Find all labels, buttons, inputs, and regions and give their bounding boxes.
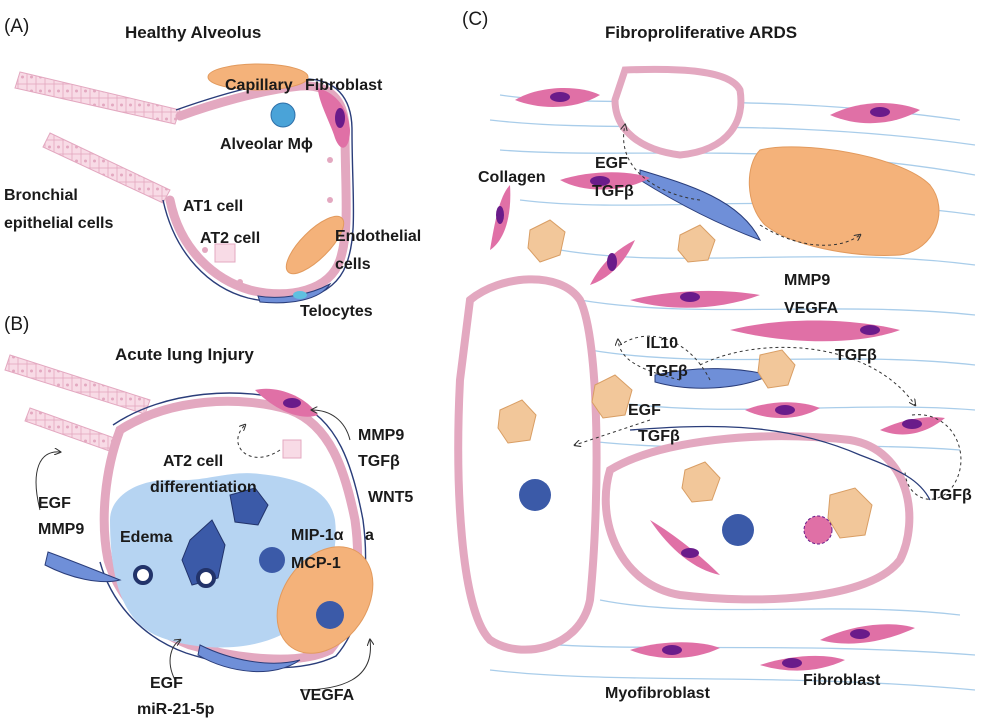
label-b-at2-diff-2: differentiation bbox=[150, 479, 257, 496]
arrow-at2-differentiation bbox=[237, 425, 281, 458]
label-b-mip-suffix: a bbox=[365, 527, 374, 544]
label-b-egf: EGF bbox=[38, 495, 71, 512]
alveolus-c-top bbox=[611, 65, 745, 159]
label-c-fibroblast: Fibroblast bbox=[803, 672, 881, 689]
label-b-mip: MIP-1α bbox=[291, 527, 344, 544]
macrophages-c bbox=[497, 219, 873, 539]
label-b-mmp9-left: MMP9 bbox=[38, 521, 84, 538]
panel-a: (A) Healthy Alveolus Capillary Fibroblas… bbox=[4, 16, 421, 320]
panel-c: (C) Fibroproliferative ARDS Collagen EGF… bbox=[454, 9, 976, 702]
arrow-mmp9-tgfb bbox=[312, 410, 351, 441]
telocyte-b bbox=[44, 551, 122, 583]
label-c-tgfb-il10: TGFβ bbox=[646, 363, 688, 380]
telocyte-nucleus bbox=[293, 291, 307, 299]
panel-b: (B) Acute lung Injury MMP9 TGFβ AT2 cell… bbox=[4, 314, 413, 718]
label-b-at2-diff-1: AT2 cell bbox=[163, 453, 223, 470]
telocyte bbox=[257, 282, 332, 304]
endothelial-cell bbox=[285, 215, 345, 275]
arrow-egf-mir bbox=[169, 640, 180, 681]
neutrophil-ring-1 bbox=[133, 565, 153, 585]
label-b-mir: miR-21-5p bbox=[137, 701, 215, 718]
panel-c-title: Fibroproliferative ARDS bbox=[605, 23, 797, 42]
panel-a-title: Healthy Alveolus bbox=[125, 23, 261, 42]
bronchial-epithelium-b-lower bbox=[24, 407, 121, 454]
arrow-vegfa bbox=[299, 640, 370, 691]
neutrophil-in-capillary bbox=[316, 601, 344, 629]
label-c-myofibroblast: Myofibroblast bbox=[605, 685, 711, 702]
neutrophil-ring-2 bbox=[196, 568, 216, 588]
label-alveolar-macrophage: Alveolar Mϕ bbox=[220, 136, 313, 153]
label-c-egf-top: EGF bbox=[595, 155, 628, 172]
label-bronchial-2: epithelial cells bbox=[4, 215, 113, 232]
label-at2-cell: AT2 cell bbox=[200, 230, 260, 247]
label-endothelial-2: cells bbox=[335, 256, 371, 273]
arrow-egf-mmp9 bbox=[35, 452, 60, 511]
neutrophil-c-2 bbox=[722, 514, 754, 546]
label-c-tgfb-right: TGFβ bbox=[930, 487, 972, 504]
label-b-tgfb: TGFβ bbox=[358, 453, 400, 470]
endothelial-cell-b bbox=[276, 546, 374, 654]
panel-c-letter: (C) bbox=[462, 9, 488, 30]
apoptotic-cell bbox=[803, 515, 833, 545]
label-c-vegfa: VEGFA bbox=[784, 300, 839, 317]
alveolus-c-left bbox=[454, 275, 601, 654]
label-capillary: Capillary bbox=[225, 77, 293, 94]
endothelial-cell-c bbox=[748, 146, 940, 256]
fibroblast-cell-a bbox=[318, 88, 350, 148]
label-bronchial-1: Bronchial bbox=[4, 187, 78, 204]
panel-a-letter: (A) bbox=[4, 16, 29, 37]
panel-b-title: Acute lung Injury bbox=[115, 345, 254, 364]
label-c-collagen: Collagen bbox=[478, 169, 546, 186]
label-b-edema: Edema bbox=[120, 529, 173, 546]
panel-b-letter: (B) bbox=[4, 314, 29, 335]
label-c-tgfb-top: TGFβ bbox=[592, 183, 634, 200]
label-telocytes: Telocytes bbox=[300, 303, 373, 320]
capillary bbox=[207, 63, 309, 91]
alveolus-wall bbox=[165, 81, 351, 299]
label-b-mmp9: MMP9 bbox=[358, 427, 404, 444]
label-c-mmp9: MMP9 bbox=[784, 272, 830, 289]
label-endothelial-1: Endothelial bbox=[335, 228, 421, 245]
bronchial-epithelium-upper bbox=[14, 71, 181, 125]
label-b-vegfa: VEGFA bbox=[300, 687, 355, 704]
telocyte-b-bottom bbox=[197, 644, 301, 673]
at2-cell-b bbox=[282, 439, 302, 459]
telocyte-c-1 bbox=[639, 169, 762, 241]
label-c-egf-mid: EGF bbox=[628, 402, 661, 419]
fibroblast-nucleus bbox=[335, 108, 345, 128]
label-fibroblast-a: Fibroblast bbox=[305, 77, 383, 94]
neutrophil-c-1 bbox=[519, 479, 551, 511]
membrane-line-c bbox=[629, 425, 931, 501]
label-b-wnt5: WNT5 bbox=[368, 489, 413, 506]
label-at1-cell: AT1 cell bbox=[183, 198, 243, 215]
activated-macrophage-2 bbox=[229, 487, 269, 526]
alveolus-c-bottom bbox=[601, 432, 914, 604]
activated-macrophage bbox=[181, 519, 226, 586]
monocyte bbox=[259, 547, 285, 573]
label-b-mcp: MCP-1 bbox=[291, 555, 341, 572]
label-c-tgfb-egf: TGFβ bbox=[638, 428, 680, 445]
alveolar-macrophage bbox=[270, 102, 296, 128]
at2-cell-a bbox=[214, 243, 236, 263]
label-c-tgfb-mid: TGFβ bbox=[835, 347, 877, 364]
label-b-egf-bottom: EGF bbox=[150, 675, 183, 692]
label-c-il10: IL10 bbox=[646, 335, 678, 352]
fibroblasts-c bbox=[490, 88, 945, 671]
signal-arrows-c bbox=[575, 125, 962, 500]
